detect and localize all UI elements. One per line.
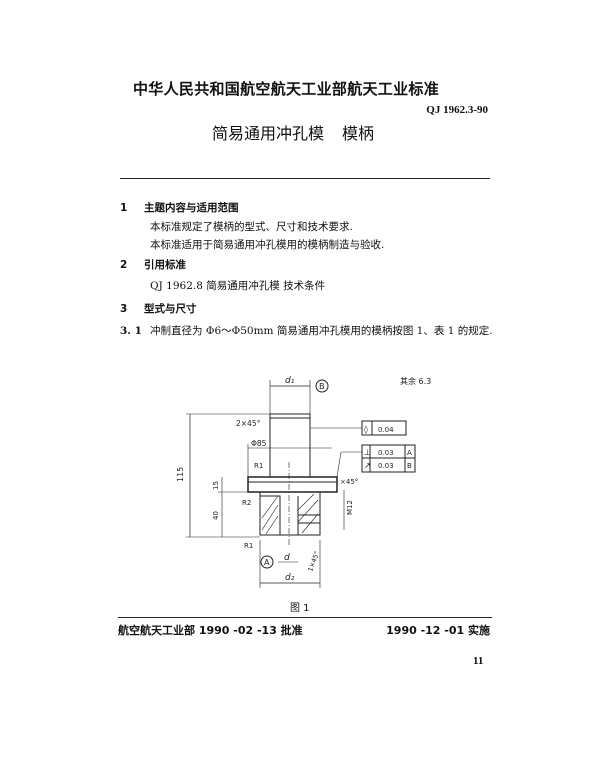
label-d1: d₁ — [285, 376, 295, 386]
label-r1-top: R1 — [254, 462, 263, 470]
datum-b-circle — [315, 379, 329, 393]
document-title: 简易通用冲孔模模柄 — [212, 120, 374, 144]
perpendicularity-datum: A — [407, 449, 412, 457]
flange — [247, 476, 338, 493]
issuer-heading: 中华人民共和国航空航天工业部航天工业标准 — [133, 80, 440, 98]
figure-caption: 图 1 — [290, 603, 310, 614]
runout-datum: B — [407, 462, 412, 470]
approval-date: 航空航天工业部 1990 -02 -13 批准 — [118, 624, 303, 637]
title-sub: 模柄 — [342, 124, 375, 143]
label-115: 115 — [176, 467, 185, 482]
runout-symbol-icon: ↗ — [364, 461, 371, 470]
cylindricity-symbol-icon: ◊ — [364, 425, 368, 434]
shaft — [269, 413, 311, 478]
label-chamfer-bottom: 1×45° — [306, 550, 321, 573]
label-d2: d₂ — [285, 573, 295, 583]
label-datum-a: A — [264, 558, 270, 567]
label-15: 15 — [212, 481, 220, 490]
section-1-para-2: 本标准适用于简易通用冲孔模用的模柄制造与验收. — [150, 239, 385, 251]
implementation-date: 1990 -12 -01 实施 — [386, 624, 490, 637]
label-d: d — [284, 553, 290, 563]
label-chamfer-flange: ×45° — [340, 478, 358, 486]
label-r2: R2 — [242, 499, 251, 507]
title-main: 简易通用冲孔模 — [212, 124, 325, 143]
label-chamfer-top: 2×45° — [236, 419, 261, 428]
page-number: 11 — [473, 655, 484, 667]
cylindricity-frame — [361, 420, 407, 436]
perpendicularity-value: 0.03 — [378, 449, 394, 457]
runout-value: 0.03 — [378, 462, 394, 470]
section-2-reference: QJ 1962.8 简易通用冲孔模 技术条件 — [150, 280, 326, 292]
perpendicularity-symbol-icon: ⊥ — [364, 448, 371, 457]
section-1-para-1: 本标准规定了模柄的型式、尺寸和技术要求. — [150, 221, 353, 233]
label-roughness-rest: 其余 6.3 — [400, 376, 431, 386]
header-rule — [120, 178, 490, 179]
label-r1-bottom: R1 — [244, 542, 253, 550]
datum-a-circle — [260, 555, 274, 569]
footer-rule — [118, 617, 492, 618]
label-m12: M12 — [346, 500, 354, 515]
label-phi85: Φ85 — [251, 439, 267, 448]
label-40: 40 — [212, 511, 220, 520]
cylindricity-value: 0.04 — [378, 426, 394, 434]
standard-code: QJ 1962.3-90 — [426, 104, 488, 116]
label-datum-b: B — [319, 382, 325, 391]
